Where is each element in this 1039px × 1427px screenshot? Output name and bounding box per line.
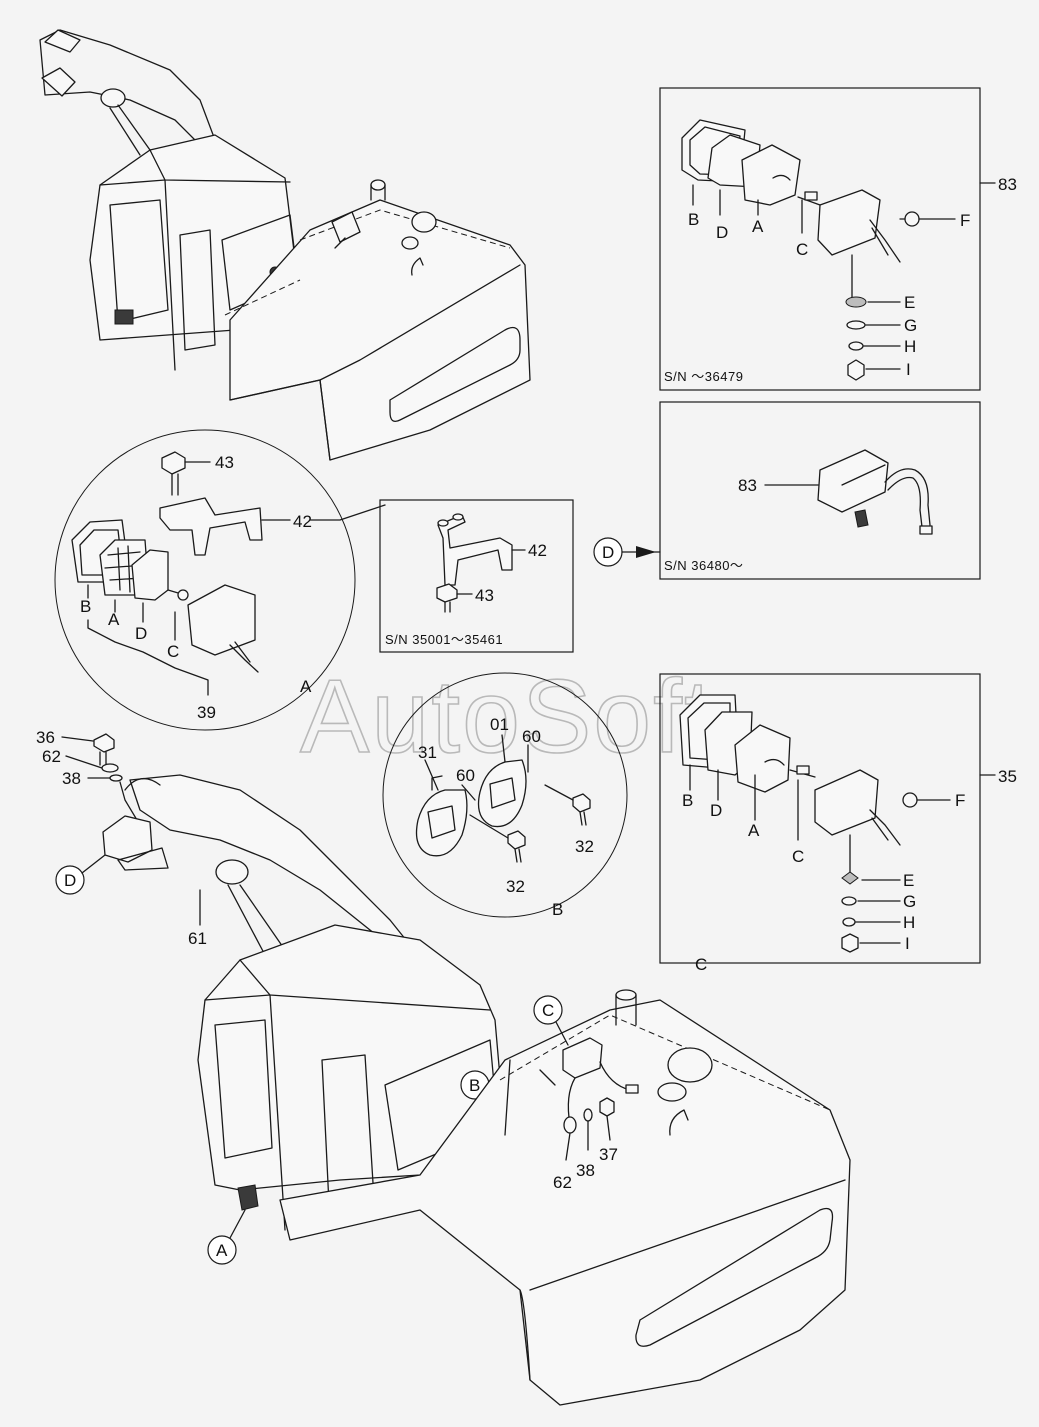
part-60-label: 60	[522, 727, 541, 746]
part-60b-label: 60	[456, 766, 475, 785]
part-43b-label: 43	[475, 586, 494, 605]
part-01-label: 01	[490, 715, 509, 734]
label-E-top: E	[904, 293, 915, 312]
label-D-C: D	[710, 801, 722, 820]
callout-A-text: A	[216, 1241, 228, 1260]
label-B-C: B	[682, 791, 693, 810]
label-C-C: C	[792, 847, 804, 866]
label-I-top: I	[906, 360, 911, 379]
label-I-C: I	[905, 934, 910, 953]
boom-lamp-assembly: 36 62 38 61 D	[36, 728, 411, 956]
label-B-circleA: B	[80, 597, 91, 616]
part-61-label: 61	[188, 929, 207, 948]
label-D-top: D	[716, 223, 728, 242]
label-H-top: H	[904, 337, 916, 356]
part-43-label: 43	[215, 453, 234, 472]
label-G-C: G	[903, 892, 916, 911]
callout-D-box-text: D	[602, 543, 614, 562]
label-A-circleA: A	[108, 610, 120, 629]
part-32b-label: 32	[506, 877, 525, 896]
label-E-C: E	[903, 871, 914, 890]
part-37-label: 37	[599, 1145, 618, 1164]
label-C-top: C	[796, 240, 808, 259]
part-35-label: 35	[998, 767, 1017, 786]
serial-number-top: S/N ～36479	[664, 369, 743, 384]
part-32-label: 32	[575, 837, 594, 856]
serial-number-bracket: S/N 35001～35461	[385, 632, 503, 647]
part-62b-label: 62	[553, 1173, 572, 1192]
part-31-label: 31	[418, 743, 437, 762]
detail-box-C: 35 C F E G H I B D A C	[659, 673, 1017, 974]
part-42b-label: 42	[528, 541, 547, 560]
part-36-label: 36	[36, 728, 55, 747]
excavator-overview-top	[39, 29, 531, 461]
label-F-C: F	[955, 791, 965, 810]
serial-number-mid: S/N 36480～	[664, 558, 743, 573]
detail-A-label: A	[300, 677, 312, 696]
label-H-C: H	[903, 913, 915, 932]
label-D-circleA: D	[135, 624, 147, 643]
detail-circle-B: B 31 01 60 60 32 32	[382, 672, 628, 919]
callout-C-text: C	[542, 1001, 554, 1020]
part-38-label: 38	[62, 769, 81, 788]
part-62-label: 62	[42, 747, 61, 766]
callout-D-box: D	[593, 537, 661, 567]
part-83-mid-label: 83	[738, 476, 757, 495]
label-A-top: A	[752, 217, 764, 236]
part-38b-label: 38	[576, 1161, 595, 1180]
label-A-C: A	[748, 821, 760, 840]
excavator-overview-bottom: B A C 62 38 37	[197, 924, 851, 1406]
label-C-circleA: C	[167, 642, 179, 661]
detail-C-label: C	[695, 955, 707, 974]
detail-box-middle: 83 S/N 36480～	[659, 401, 981, 580]
watermark-text: AutoSoft	[300, 659, 715, 775]
detail-box-top: 83 B D A C F E G H I S/N ～36479	[659, 87, 1017, 391]
label-F-top: F	[960, 211, 970, 230]
callout-D-boom-text: D	[64, 871, 76, 890]
part-39-label: 39	[197, 703, 216, 722]
callout-B-text: B	[469, 1076, 480, 1095]
bracket-detail-box: 42 43 S/N 35001～35461	[379, 499, 574, 653]
label-G-top: G	[904, 316, 917, 335]
detail-B-label: B	[552, 900, 563, 919]
part-83-top-label: 83	[998, 175, 1017, 194]
label-B-top: B	[688, 210, 699, 229]
detail-circle-A: A 43 42 B A D C 39	[54, 429, 386, 731]
part-42-label: 42	[293, 512, 312, 531]
